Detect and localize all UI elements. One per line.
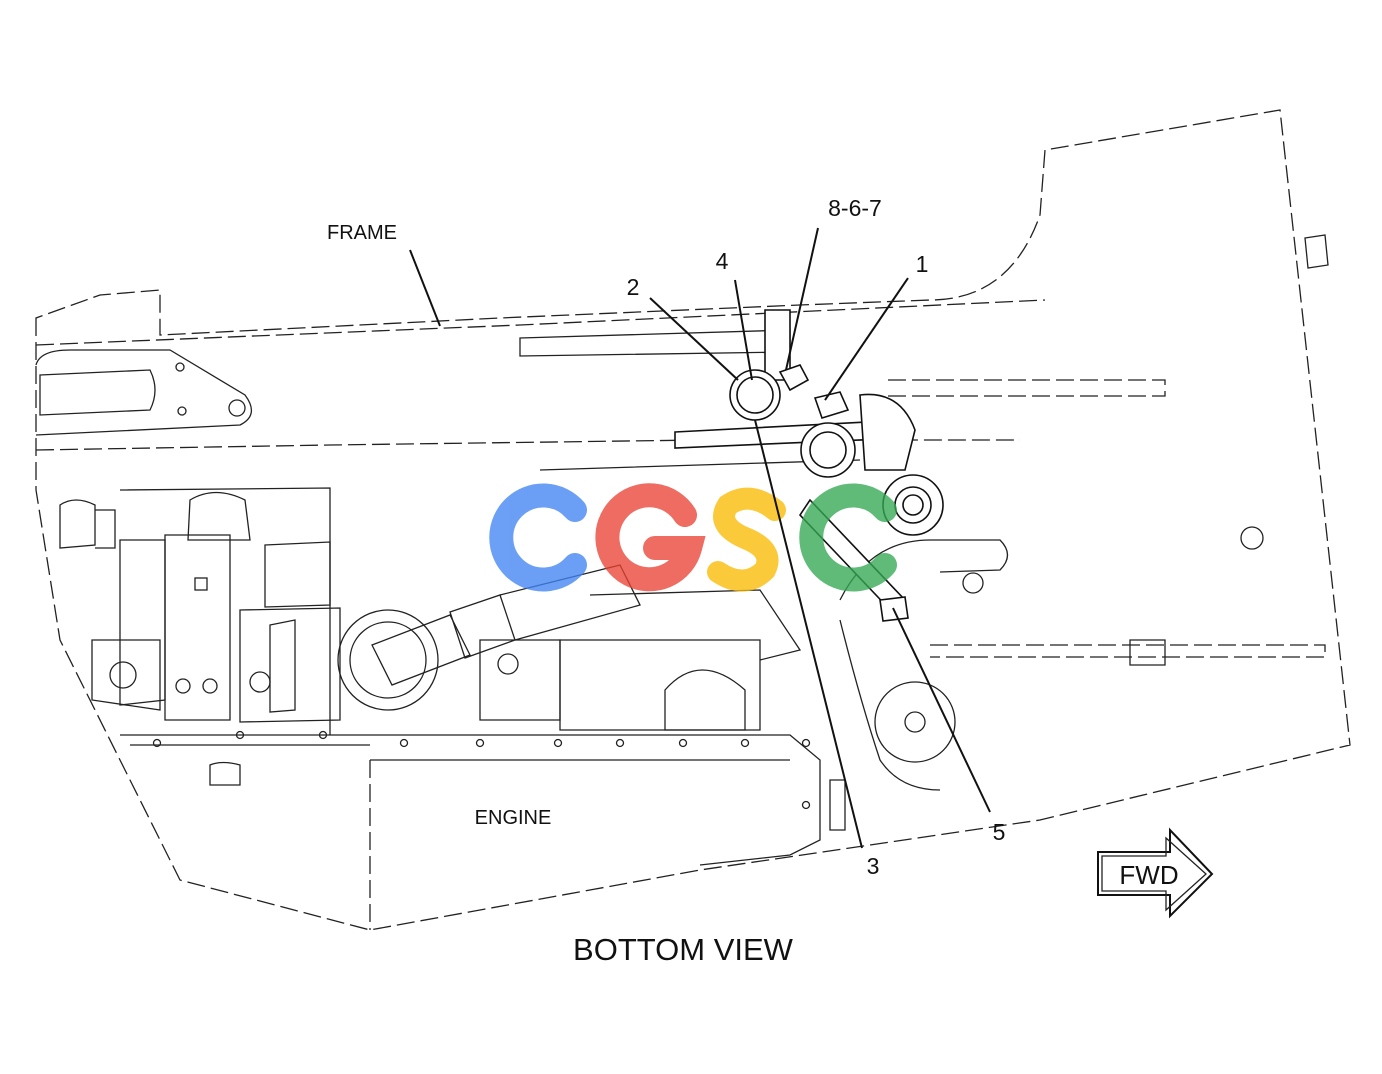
callout-5: 5 — [993, 819, 1006, 845]
watermark-letter-c-green — [799, 483, 897, 592]
bracket-item-1 — [813, 391, 850, 419]
bolt-item-8-6-7 — [778, 364, 810, 392]
leader-3 — [754, 419, 863, 849]
bottom-view-title: BOTTOM VIEW — [573, 932, 794, 967]
watermark-letter-c-blue — [489, 483, 587, 592]
engine-label: ENGINE — [475, 807, 552, 829]
watermark-letter-g-red — [595, 483, 706, 592]
engine-block — [59, 459, 1009, 930]
hose-assembly — [674, 309, 944, 622]
cgsc-watermark — [489, 483, 897, 592]
frame-label: FRAME — [327, 222, 397, 244]
leader-8-6-7 — [785, 227, 819, 371]
callout-1: 1 — [916, 251, 929, 277]
watermark-letter-s-yellow — [707, 487, 786, 592]
callout-3: 3 — [867, 853, 880, 879]
callout-8-6-7: 8-6-7 — [828, 195, 882, 221]
callout-4: 4 — [716, 248, 729, 274]
frame-leader — [409, 249, 441, 327]
leader-1 — [824, 277, 909, 401]
fwd-arrow — [1097, 827, 1214, 919]
leader-4 — [734, 279, 753, 381]
callout-2: 2 — [627, 274, 640, 300]
leader-2 — [649, 297, 739, 381]
fwd-label: FWD — [1119, 860, 1178, 890]
leader-lines — [409, 227, 991, 849]
leader-5 — [892, 607, 991, 813]
